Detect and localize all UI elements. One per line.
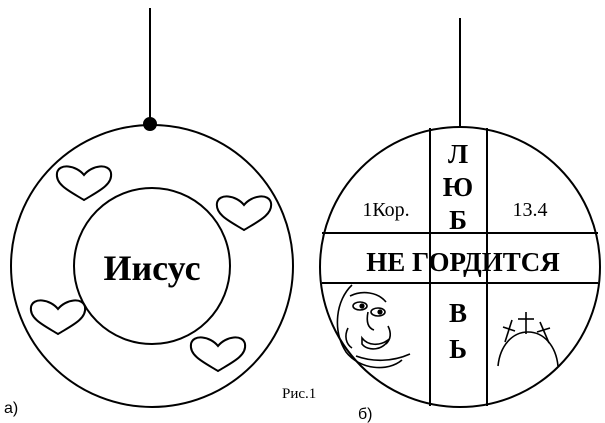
vertical-letter: Ю [443,172,473,202]
left-outer-circle [10,124,294,408]
heart-icon [215,195,273,232]
figure-caption: Рис.1 [282,386,316,402]
heart-icon [55,165,113,202]
vertical-letter: Б [449,205,467,235]
left-hanging-knot [143,117,157,131]
crying-face-icon [336,284,411,369]
vertical-letter: Л [448,139,468,169]
right-panel-label: б) [358,406,373,423]
right-outer-circle [319,126,601,408]
right-ornament [319,18,601,408]
reference-verse: 13.4 [513,199,548,221]
vertical-letter: Ь [449,334,467,364]
left-ornament [10,8,294,408]
horizontal-phrase: НЕ ГОРДИТСЯ [366,247,560,277]
left-inner-circle [73,187,231,345]
left-center-text: Иисус [103,248,200,288]
left-panel-label: а) [4,400,18,417]
heart-icon [189,336,247,373]
reference-book: 1Кор. [362,199,409,221]
three-crosses-hill-icon [497,312,559,367]
vertical-word: Л Ю Б В Ь [443,139,473,364]
vertical-letter: В [449,298,467,328]
heart-icon [29,299,87,336]
